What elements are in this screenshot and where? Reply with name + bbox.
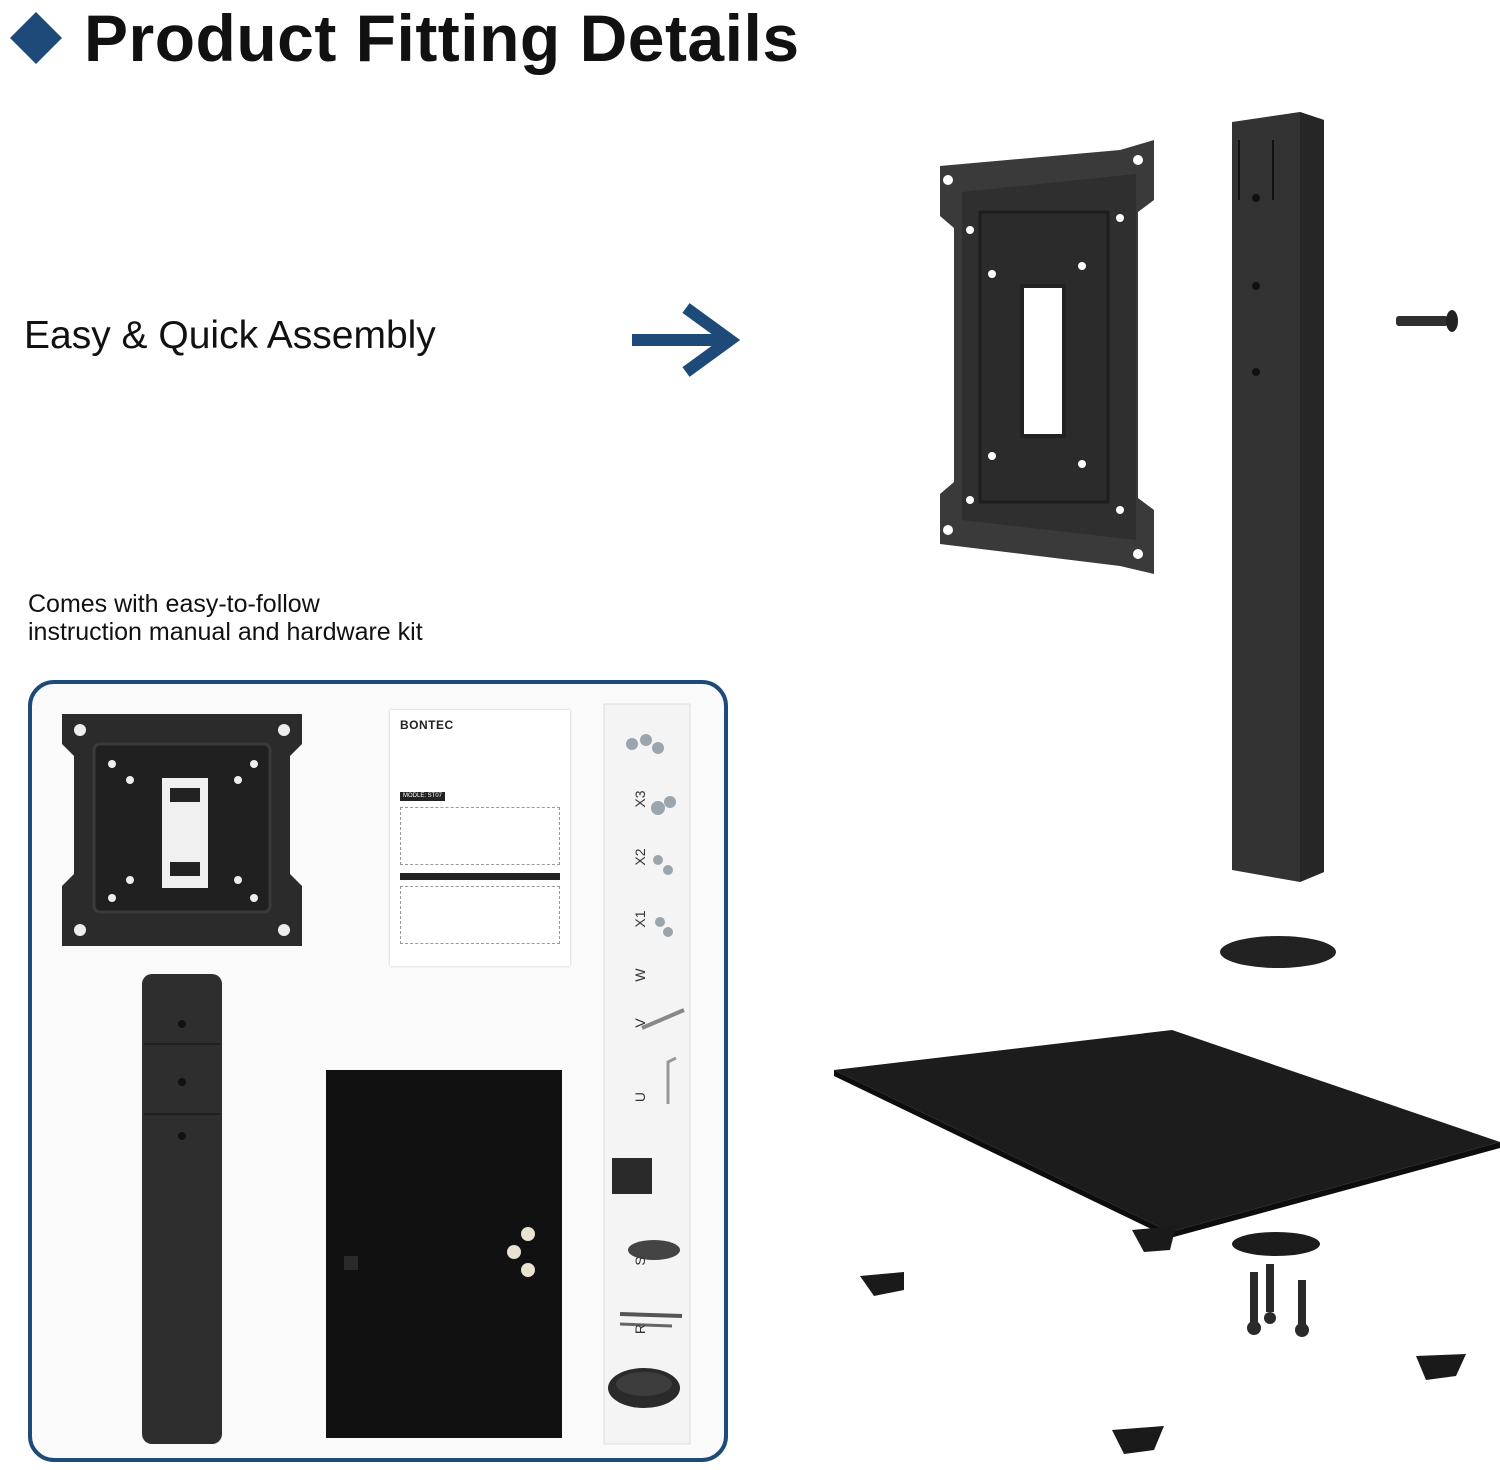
manual-checklist-box	[400, 886, 560, 944]
hardware-tag-v: V	[632, 1018, 648, 1028]
kit-vesa-plate-illustration	[62, 714, 302, 946]
hardware-tag-x2: X2	[632, 848, 648, 866]
hardware-tag-x3: X3	[632, 790, 648, 808]
manual-checklist-bar	[400, 873, 560, 880]
manual-brand: BONTEC	[400, 718, 454, 732]
feet-illustration	[860, 1226, 1466, 1454]
screws-illustration	[1247, 1264, 1309, 1337]
hardware-tag-x1: X1	[632, 910, 648, 928]
pillar-illustration	[1232, 112, 1324, 882]
manual-warning-box	[400, 807, 560, 865]
kit-base-plate-illustration	[326, 1070, 562, 1438]
kit-description-line-1: Comes with easy-to-follow	[28, 590, 320, 618]
hardware-tag-u: U	[632, 1091, 648, 1103]
kit-illustration	[62, 703, 691, 1445]
arrow-right-icon	[632, 303, 740, 377]
hardware-tag-w: W	[632, 968, 648, 982]
page-title: Product Fitting Details	[84, 1, 800, 75]
hardware-tag-r: R	[632, 1323, 648, 1335]
pillar-cap-illustration	[1220, 936, 1336, 968]
manual-model: MODLE: ST07	[400, 792, 446, 801]
kit-hardware-strip	[603, 703, 691, 1445]
diamond-icon	[10, 12, 62, 64]
instruction-manual: BONTEC MODLE: ST07	[390, 710, 570, 966]
bolt-illustration	[1396, 310, 1458, 332]
assembly-label: Easy & Quick Assembly	[24, 314, 436, 357]
hardware-tag-s: S	[632, 1256, 648, 1266]
kit-description: Comes with easy-to-follow instruction ma…	[28, 590, 423, 646]
base-cap-illustration	[1232, 1232, 1320, 1256]
exploded-assembly-illustration	[834, 112, 1500, 1454]
base-plate-illustration	[834, 1030, 1500, 1232]
kit-pillar-illustration	[142, 974, 222, 1444]
vesa-plate-illustration	[940, 140, 1154, 574]
kit-contents-panel: BONTEC MODLE: ST07 X3 X2 X1 W V U S R	[28, 680, 728, 1462]
kit-description-line-2: instruction manual and hardware kit	[28, 618, 423, 646]
